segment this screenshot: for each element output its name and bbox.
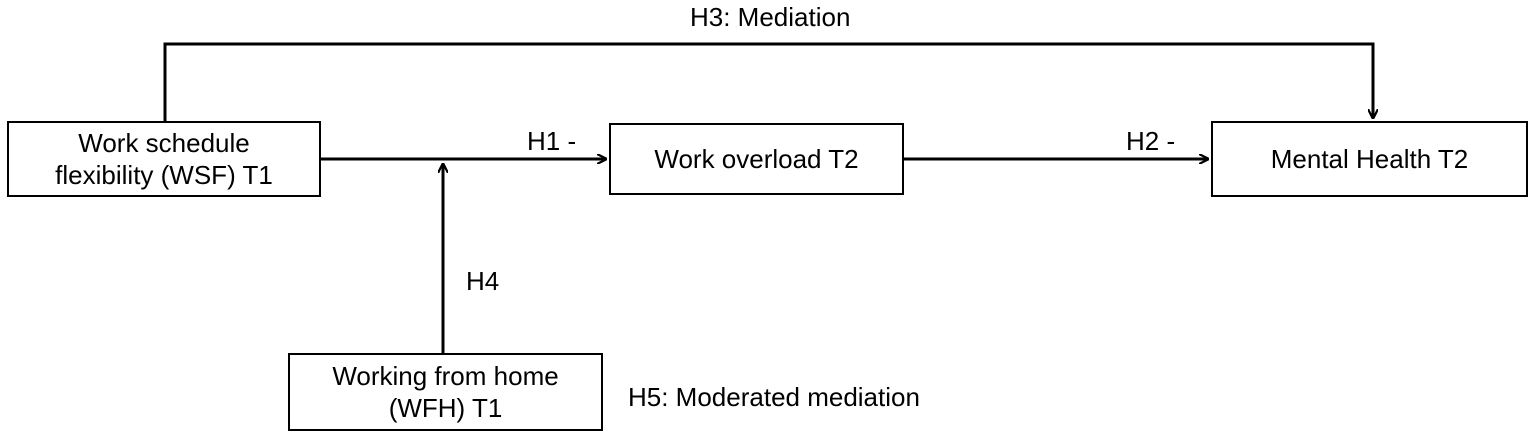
- node-wfh-line1: Working from home: [332, 360, 559, 391]
- node-mental-health: Mental Health T2: [1211, 121, 1528, 197]
- node-work-overload: Work overload T2: [609, 123, 904, 195]
- node-wfh-line2: (WFH) T1: [388, 393, 503, 423]
- node-working-from-home: Working from home (WFH) T1: [288, 353, 603, 431]
- edge-label-h1: H1 -: [527, 126, 577, 156]
- node-mental-health-label: Mental Health T2: [1270, 143, 1469, 174]
- node-work-overload-label: Work overload T2: [654, 143, 859, 174]
- edge-label-h4: H4: [466, 266, 500, 296]
- edge-label-h3: H3: Mediation: [690, 2, 851, 32]
- node-wsf-line1: Work schedule: [78, 127, 250, 158]
- edge-label-h2: H2 -: [1126, 126, 1176, 156]
- arrow-h3-mediation: [163, 42, 1373, 121]
- edge-label-h5: H5: Moderated mediation: [628, 382, 920, 412]
- node-work-schedule-flexibility: Work schedule flexibility (WSF) T1: [7, 121, 321, 197]
- node-wsf-line2: flexibility (WSF) T1: [55, 160, 273, 190]
